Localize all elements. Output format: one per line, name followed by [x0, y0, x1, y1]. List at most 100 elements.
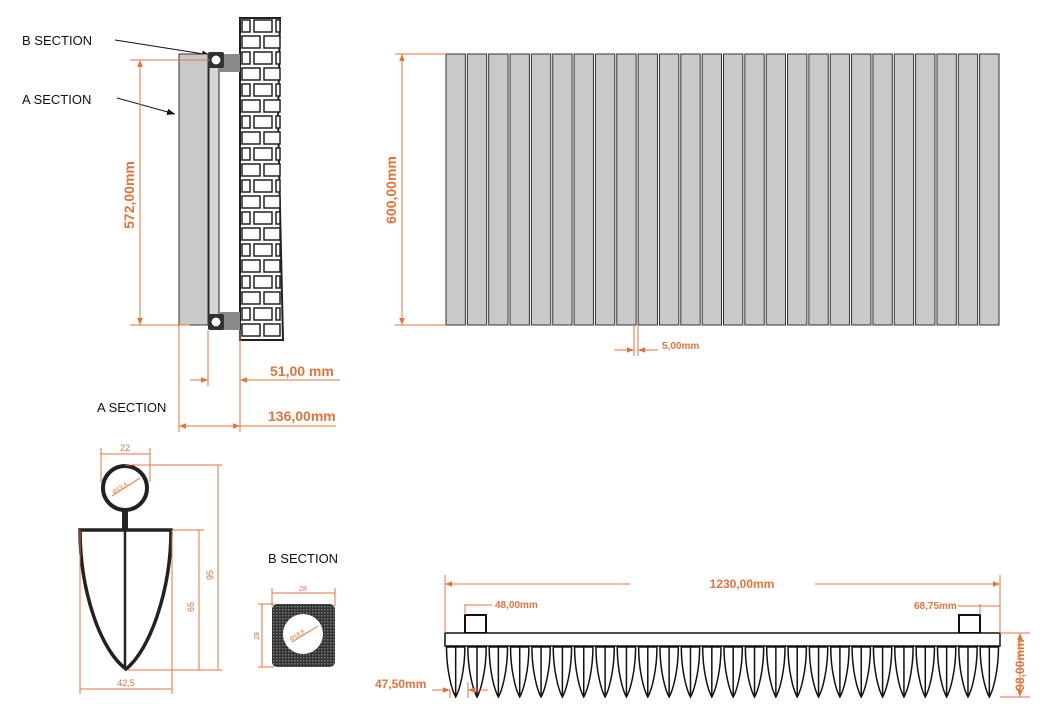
brick [241, 243, 251, 257]
radiator-panel [979, 53, 1000, 326]
b-section-label: B SECTION [22, 33, 92, 48]
radiator-panel [680, 53, 701, 326]
brick [241, 259, 261, 273]
front-view [445, 53, 1000, 326]
brick [275, 275, 281, 289]
brick [241, 99, 261, 113]
brick [253, 147, 273, 161]
brick [241, 131, 261, 145]
radiator-panel [658, 53, 680, 326]
brick [241, 163, 261, 177]
brick [275, 19, 281, 33]
wall [239, 17, 285, 341]
pipe-width-label: 22 [120, 443, 130, 453]
fin-profile [894, 646, 914, 699]
brick [253, 211, 273, 225]
b-section-leader [114, 39, 211, 57]
radiator-panel [829, 53, 851, 326]
fin-profile [915, 646, 936, 699]
fin-profile [595, 646, 616, 699]
b-section-title: B SECTION [268, 551, 338, 566]
radiator-panel [530, 53, 552, 326]
brick [275, 243, 281, 257]
brick [275, 51, 281, 65]
right-bracket [958, 614, 981, 634]
radiator-panel [787, 53, 808, 326]
fin-profile [467, 646, 487, 699]
radiator-panel [723, 53, 744, 326]
fin-profile [573, 646, 594, 699]
fin-profile [829, 646, 850, 699]
collector-bar [444, 632, 1001, 647]
height-572-label: 572,00mm [121, 161, 137, 229]
brick [263, 35, 281, 49]
fin-profile [723, 646, 744, 699]
brick [263, 259, 281, 273]
brick [253, 179, 273, 193]
pipe-offset-label: 51,00 mm [270, 363, 334, 379]
a-section-title: A SECTION [97, 400, 166, 415]
brick [241, 323, 261, 337]
brick [241, 67, 261, 81]
radiator-panel [957, 53, 979, 326]
brick [263, 99, 281, 113]
radiator-panel [616, 53, 637, 326]
brick [263, 67, 281, 81]
brick [241, 195, 261, 209]
radiator-panel [445, 53, 466, 326]
radiator-panel [893, 53, 915, 326]
b-height-label: 28 [254, 632, 261, 640]
fin-profile [744, 646, 765, 699]
fin-profile [936, 646, 957, 699]
brick [253, 243, 273, 257]
brick [253, 115, 273, 129]
radiator-panel [594, 53, 616, 326]
width-label: 1230,00mm [710, 577, 775, 591]
brick [263, 163, 281, 177]
a-section-profile [78, 464, 173, 672]
fin-profile [979, 646, 1000, 699]
right-bracket-label: 68,75mm [914, 601, 957, 612]
radiator-panel [509, 53, 530, 326]
brick [253, 83, 273, 97]
radiator-panel [851, 53, 872, 326]
top-bracket [220, 54, 240, 72]
gap-label: 5,00mm [662, 341, 699, 352]
fin-profile [637, 646, 658, 699]
radiator-panel [466, 53, 488, 326]
bottom-bracket [220, 312, 240, 330]
fin-height-label: 65 [186, 602, 196, 612]
fin-profile [616, 646, 637, 699]
a-section-leader [116, 97, 176, 115]
top-view [444, 614, 1001, 699]
left-bracket [464, 614, 487, 634]
fin-profile [851, 646, 872, 699]
radiator-panel [936, 53, 957, 326]
brick [241, 307, 251, 321]
fin-profile [531, 646, 551, 699]
fin-profile [680, 646, 701, 699]
brick [253, 307, 273, 321]
brick [241, 227, 261, 241]
b-width-label: 28 [299, 586, 307, 593]
radiator-panel [488, 53, 509, 326]
brick [253, 19, 273, 33]
brick [253, 51, 273, 65]
brick [241, 275, 251, 289]
radiator-panel [744, 53, 765, 326]
brick [241, 179, 251, 193]
brick [275, 115, 281, 129]
fin-profile [787, 646, 808, 699]
radiator-panel [808, 53, 829, 326]
brick [263, 323, 281, 337]
radiator-panel [915, 53, 936, 326]
brick [241, 35, 261, 49]
brick [263, 195, 281, 209]
radiator-panel [552, 53, 573, 326]
fin-profile [872, 646, 893, 699]
fin-profile [808, 646, 829, 699]
brick [253, 275, 273, 289]
brick [241, 83, 251, 97]
radiator-panel [637, 53, 658, 326]
